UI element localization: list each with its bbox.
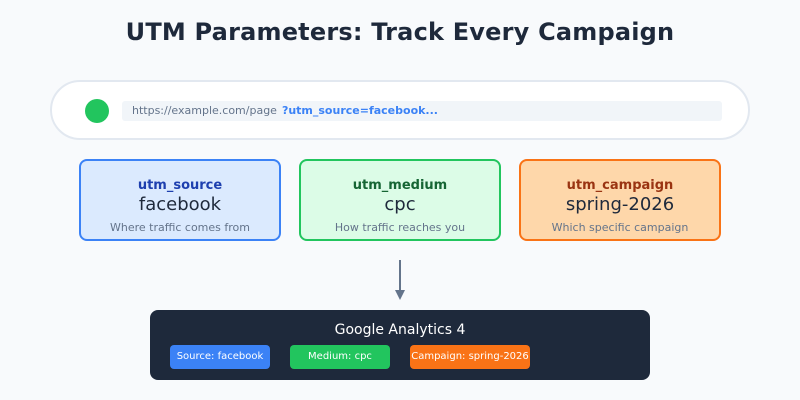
param-card-campaign: utm_campaign spring-2026 Which specific … [519, 159, 721, 241]
campaign-chip: Campaign: spring-2026 [410, 345, 530, 369]
param-name: utm_medium [352, 178, 448, 193]
url-base: https://example.com/page [132, 104, 277, 117]
url-bar: https://example.com/page ?utm_source=face… [50, 80, 750, 140]
source-chip: Source: facebook [170, 345, 270, 369]
status-dot-icon [85, 99, 109, 123]
param-value: spring-2026 [565, 194, 675, 215]
url-query: ?utm_source=facebook... [281, 104, 438, 117]
param-value: cpc [384, 194, 416, 215]
param-description: How traffic reaches you [334, 221, 466, 234]
param-value: facebook [138, 194, 222, 215]
param-description: Where traffic comes from [109, 221, 250, 234]
page-title: UTM Parameters: Track Every Campaign [125, 18, 675, 46]
analytics-title: Google Analytics 4 [334, 322, 466, 338]
param-card-medium: utm_medium cpc How traffic reaches you [299, 159, 501, 241]
down-arrow-icon [395, 260, 405, 300]
param-name: utm_campaign [566, 178, 674, 193]
param-name: utm_source [137, 178, 223, 193]
analytics-panel: Google Analytics 4 Source: facebook Medi… [150, 310, 650, 380]
param-description: Which specific campaign [551, 221, 689, 234]
url-field: https://example.com/page ?utm_source=face… [122, 101, 722, 121]
param-card-source: utm_source facebook Where traffic comes … [79, 159, 281, 241]
medium-chip: Medium: cpc [290, 345, 390, 369]
